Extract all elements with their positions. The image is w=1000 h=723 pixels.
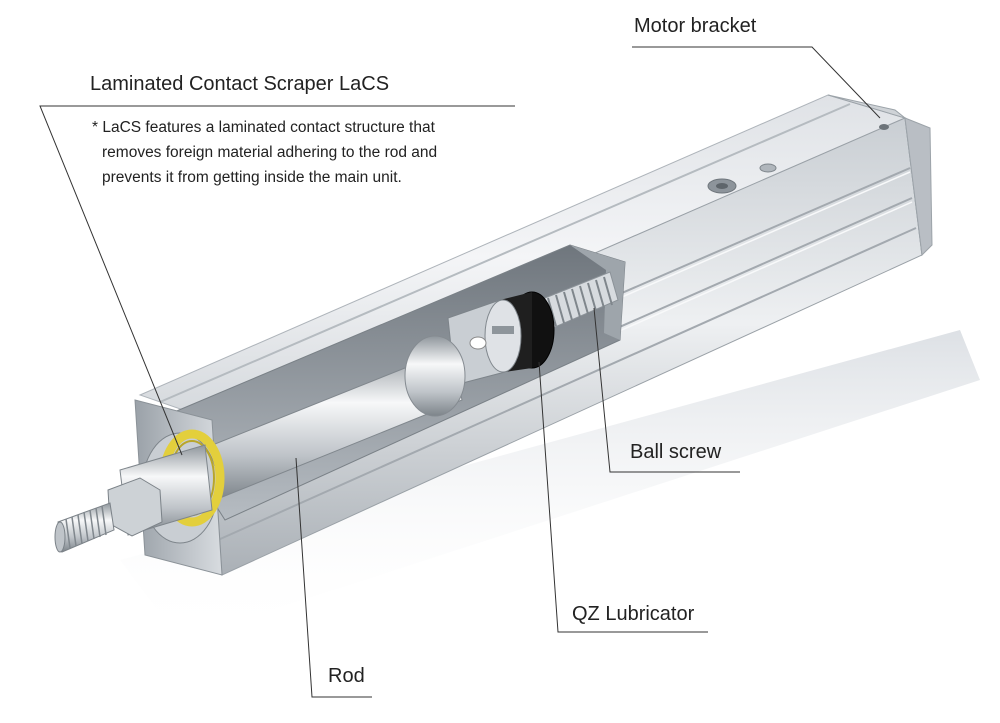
lacs-title-label: Laminated Contact Scraper LaCS: [90, 73, 390, 95]
leader-motor-bracket: [632, 46, 881, 119]
qz-lubricator-label: QZ Lubricator: [572, 603, 695, 625]
leader-ball-screw: [593, 307, 740, 473]
top-groove: [159, 103, 851, 403]
leader-lines: [39, 46, 881, 698]
lacs-note: * LaCS features a laminated contact stru…: [92, 115, 512, 190]
lacs-note-line-2: removes foreign material adhering to the…: [102, 144, 438, 161]
top-small-fitting: [759, 163, 777, 173]
rod-label: Rod: [328, 665, 365, 687]
rod-tip-face: [54, 521, 66, 553]
rod-collar: [404, 335, 466, 417]
motor-bracket-label: Motor bracket: [634, 15, 757, 37]
ball-screw-label: Ball screw: [630, 441, 722, 463]
cutaway-inner-wall: [570, 245, 625, 340]
bracket-screw: [879, 124, 889, 130]
rod-threads: [65, 505, 107, 549]
motor-bracket-end-face: [904, 117, 933, 257]
leader-qz-lubricator: [538, 361, 708, 633]
leader-rod: [295, 457, 372, 698]
lacs-note-line-3: prevents it from getting inside the main…: [102, 169, 402, 186]
leader-lacs: [39, 105, 515, 456]
top-fitting-core: [716, 183, 728, 189]
lacs-note-line-1: * LaCS features a laminated contact stru…: [92, 119, 435, 136]
floor-shadow: [120, 330, 980, 640]
